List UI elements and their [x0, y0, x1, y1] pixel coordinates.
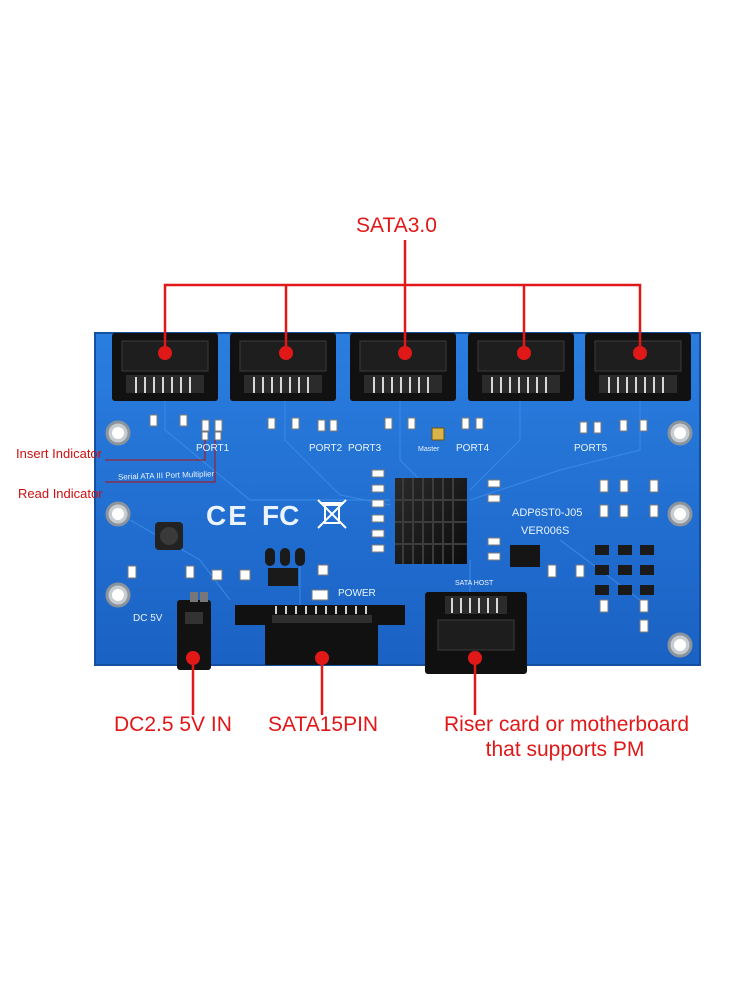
sata-port-4-connector	[468, 333, 574, 401]
dc-jack	[177, 592, 211, 670]
sata-port-connectors	[112, 333, 691, 401]
recycle-bin-mark	[317, 499, 347, 529]
power-label: POWER	[338, 588, 376, 599]
sata-port-1-connector	[112, 333, 218, 401]
host-callout-line2: that supports PM	[485, 738, 645, 761]
sata-port-2-connector	[230, 333, 336, 401]
sata-host-connector	[425, 592, 527, 674]
dc-label: DC 5V	[133, 613, 163, 624]
sata-power-connector	[235, 605, 405, 665]
port4-label: PORT4	[456, 443, 490, 454]
callout-dots	[158, 346, 647, 665]
sata3-callout: SATA3.0	[356, 214, 437, 237]
transistor-array	[595, 545, 654, 595]
read-indicator-callout: Read Indicator	[18, 486, 103, 501]
mounting-holes	[105, 420, 693, 658]
model-label: ADP6ST0-J05	[512, 507, 583, 519]
indicator-leader-lines	[105, 440, 216, 483]
callout-lines	[163, 240, 642, 715]
sata-port-3-connector	[350, 333, 456, 401]
fc-mark: FC	[262, 500, 300, 531]
master-label: Master	[418, 446, 440, 453]
eeprom-chip	[510, 545, 540, 567]
version-label: VER006S	[521, 525, 570, 537]
sata-port-5-connector	[585, 333, 691, 401]
certification-marks	[317, 499, 347, 529]
port1-label: PORT1	[196, 443, 230, 454]
dc-in-callout: DC2.5 5V IN	[114, 713, 232, 736]
inductor	[155, 522, 183, 550]
port3-label: PORT3	[348, 443, 382, 454]
sata15-callout: SATA15PIN	[268, 713, 379, 736]
ce-mark: CE	[206, 500, 249, 531]
capacitors	[265, 548, 329, 601]
port2-label: PORT2	[309, 443, 343, 454]
insert-indicator-callout: Insert Indicator	[16, 446, 102, 461]
heatsink-controller	[395, 478, 467, 564]
host-callout-line1: Riser card or motherboard	[444, 713, 690, 736]
sata-host-label: SATA HOST	[455, 580, 494, 587]
port5-label: PORT5	[574, 443, 608, 454]
smd-components	[127, 414, 659, 633]
